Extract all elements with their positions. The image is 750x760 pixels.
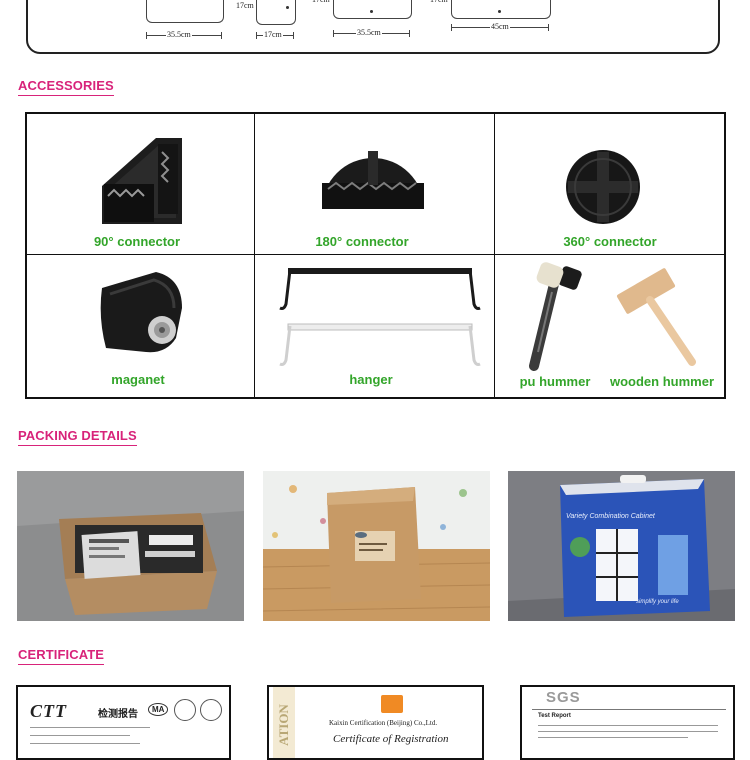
text-line xyxy=(30,735,130,736)
accessory-label-pu-hammer: pu hummer xyxy=(519,374,591,389)
accessory-label-180: 180° connector xyxy=(315,234,409,249)
accessory-label-hanger: hanger xyxy=(349,372,393,387)
dim-hole xyxy=(370,10,373,13)
ctt-report-title: 检测报告 xyxy=(98,709,138,720)
magnet-icon xyxy=(100,272,182,353)
box-slogan-text: simplify your life xyxy=(636,599,679,605)
wooden-hammer-icon xyxy=(616,268,696,366)
connector-180-icon xyxy=(322,151,424,209)
dim-hole xyxy=(498,10,501,13)
dim-panel-1 xyxy=(146,0,224,23)
text-line xyxy=(538,731,718,732)
dim-label-1: 35.5cm xyxy=(166,30,192,39)
accessory-label-360: 360° connector xyxy=(563,234,657,249)
grid-divider xyxy=(25,254,726,255)
test-report-title: Test Report xyxy=(538,713,571,719)
dim-label-3: 17cm xyxy=(263,30,283,39)
dim-panel-2 xyxy=(256,0,296,25)
connector-90-icon xyxy=(102,138,182,224)
certificate-registration: ATION Kaixin Certification (Beijing) Co.… xyxy=(267,685,484,760)
grid-divider xyxy=(254,112,255,399)
hanger-icon xyxy=(279,268,481,366)
certificate-ctt: CTT 检测报告 MA xyxy=(16,685,231,760)
ctt-logo: CTT xyxy=(30,701,67,721)
kaixin-logo-icon xyxy=(381,695,403,713)
packing-photo-open-box xyxy=(17,471,244,621)
stamp-icon xyxy=(200,699,222,721)
packing-photo-printed-box: Variety Combination Cabinet simplify you… xyxy=(508,471,735,621)
text-line xyxy=(30,743,140,744)
dim-label-4: 35.5cm xyxy=(356,28,382,37)
sgs-logo: SGS xyxy=(546,689,581,706)
accessory-label-wooden-hammer: wooden hummer xyxy=(609,374,715,389)
section-title-accessories: ACCESSORIES xyxy=(18,78,114,96)
dim-label-7: 17cm xyxy=(429,0,449,4)
dim-hole xyxy=(286,6,289,9)
packing-photo-carton xyxy=(263,471,490,621)
grid-divider xyxy=(494,112,495,399)
dim-label-6: 17cm xyxy=(311,0,331,4)
accessories-grid xyxy=(25,112,726,399)
certificate-company: Kaixin Certification (Beijing) Co.,Ltd. xyxy=(329,719,438,727)
pu-hammer-icon xyxy=(529,262,582,371)
dim-label-2: 17cm xyxy=(235,1,255,10)
dim-panel-3 xyxy=(333,0,412,19)
text-line xyxy=(538,725,718,726)
certificate-side-band xyxy=(273,687,295,758)
section-title-packing: PACKING DETAILS xyxy=(18,428,137,446)
dim-label-5: 45cm xyxy=(490,22,510,31)
connector-360-icon xyxy=(566,150,640,224)
dimensions-panel xyxy=(26,0,720,54)
text-line xyxy=(30,727,150,728)
box-brand-text: Variety Combination Cabinet xyxy=(566,513,655,520)
stamp-icon xyxy=(174,699,196,721)
text-line xyxy=(532,709,726,710)
accessory-label-magnet: maganet xyxy=(111,372,165,387)
text-line xyxy=(538,737,688,738)
ma-badge: MA xyxy=(148,703,169,716)
certificate-side-text: ATION xyxy=(275,704,291,746)
certificate-sgs: SGS Test Report xyxy=(520,685,735,760)
section-title-certificate: CERTIFICATE xyxy=(18,647,105,665)
dim-panel-4 xyxy=(451,0,551,19)
certificate-title: Certificate of Registration xyxy=(333,733,449,745)
accessory-label-90: 90° connector xyxy=(93,234,181,249)
